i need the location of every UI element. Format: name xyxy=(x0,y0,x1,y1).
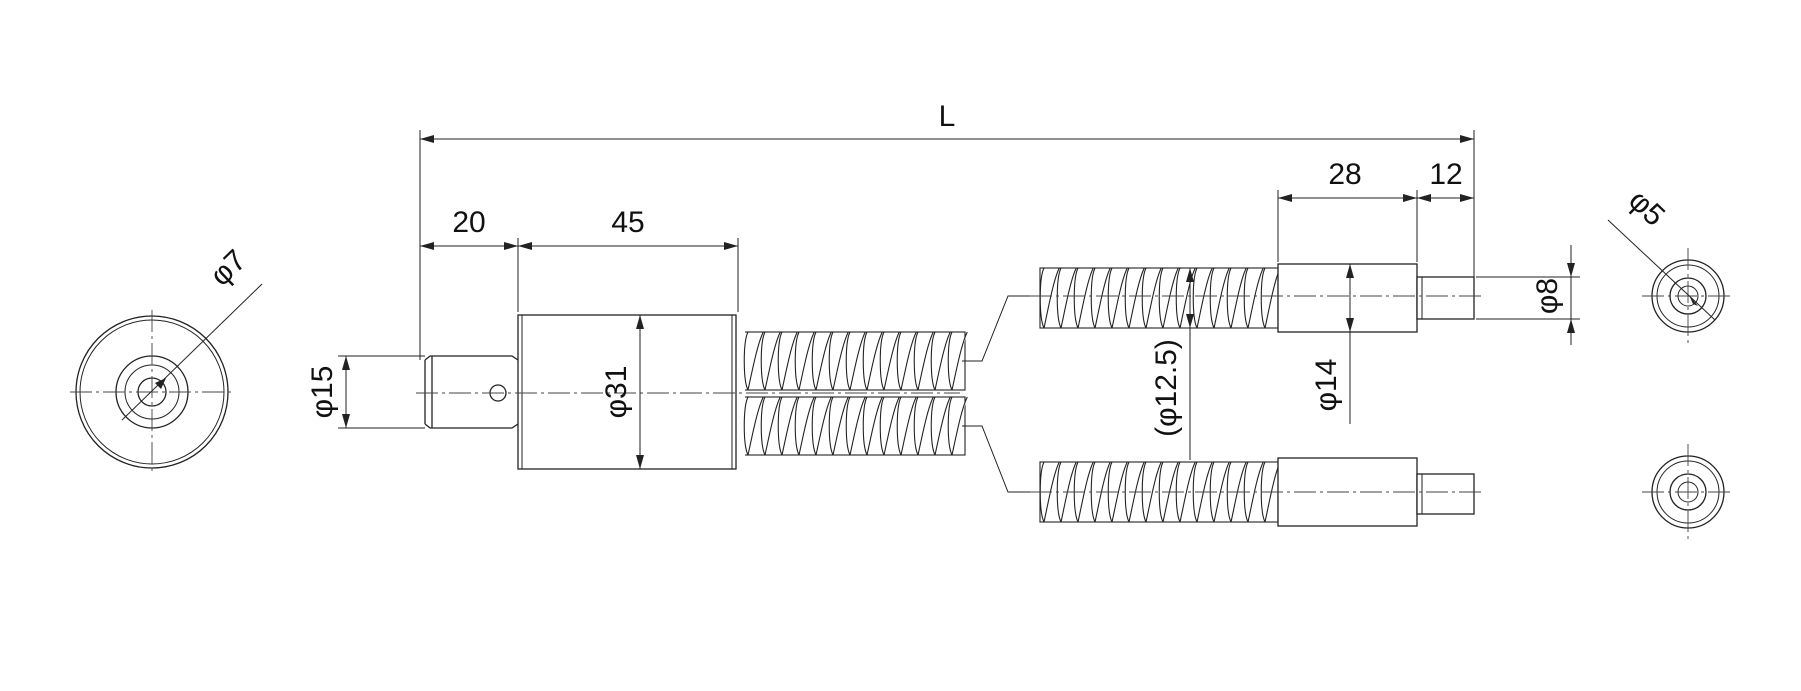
coil-turn xyxy=(777,396,798,456)
ferrule-upper xyxy=(1277,263,1475,333)
fiber-branch-lines xyxy=(962,295,1040,493)
right-end-view-lower xyxy=(1642,444,1734,540)
coil-turn xyxy=(828,396,849,456)
coil-turn xyxy=(1124,461,1145,523)
coil-turn xyxy=(913,331,934,391)
dim-label-head-length: 20 xyxy=(452,206,485,239)
coil-turn xyxy=(845,331,866,391)
coil-turn xyxy=(1192,461,1213,523)
dim-label-left-view-dia: φ7 xyxy=(204,244,253,293)
right-end-view-upper xyxy=(1607,219,1734,344)
coil-turn xyxy=(896,396,917,456)
coil-turn xyxy=(879,331,900,391)
coil-turn xyxy=(930,396,951,456)
coil-turn xyxy=(777,331,798,391)
dim-label-overall-length: L xyxy=(939,100,956,133)
coil-turn xyxy=(913,396,934,456)
dim-label-ferrule-length: 28 xyxy=(1328,158,1361,191)
coil-turn xyxy=(828,331,849,391)
coil-turn xyxy=(862,396,883,456)
centerlines xyxy=(416,295,1484,493)
coil-turn xyxy=(947,396,968,456)
coil-turn xyxy=(760,396,781,456)
dim-label-tip-dia: φ8 xyxy=(1531,278,1564,314)
coil-turn xyxy=(879,396,900,456)
dim-label-sheath-dia: (φ12.5) xyxy=(1150,339,1183,437)
coil-turn xyxy=(1209,267,1230,329)
coil-turn xyxy=(930,331,951,391)
coil-turn xyxy=(845,396,866,456)
coil-turn xyxy=(794,331,815,391)
coil-turn xyxy=(760,331,781,391)
dim-label-ferrule-dia: φ14 xyxy=(1310,359,1343,412)
coil-turn xyxy=(794,396,815,456)
dim-label-right-view-dia: φ5 xyxy=(1622,184,1671,233)
dim-label-body-length: 45 xyxy=(611,206,644,239)
coil-turns-a xyxy=(743,331,968,456)
dim-label-body-dia: φ31 xyxy=(600,366,633,419)
dimension-arrows xyxy=(342,135,1575,469)
coil-turn xyxy=(1141,267,1162,329)
coil-turn xyxy=(1107,267,1128,329)
coil-turn xyxy=(743,331,764,391)
coil-turn xyxy=(1226,461,1247,523)
coil-turn xyxy=(947,331,968,391)
coil-turn xyxy=(1175,267,1196,329)
coil-turn xyxy=(1158,461,1179,523)
connector-head xyxy=(424,355,519,429)
connector-body xyxy=(517,314,737,470)
coil-turn xyxy=(896,331,917,391)
coil-turn xyxy=(862,331,883,391)
coil-turn xyxy=(811,396,832,456)
coil-turn xyxy=(743,396,764,456)
coil-turn xyxy=(811,331,832,391)
dim-label-tip-length: 12 xyxy=(1429,158,1462,191)
left-end-view xyxy=(70,283,263,474)
dim-label-head-dia: φ15 xyxy=(306,366,339,419)
